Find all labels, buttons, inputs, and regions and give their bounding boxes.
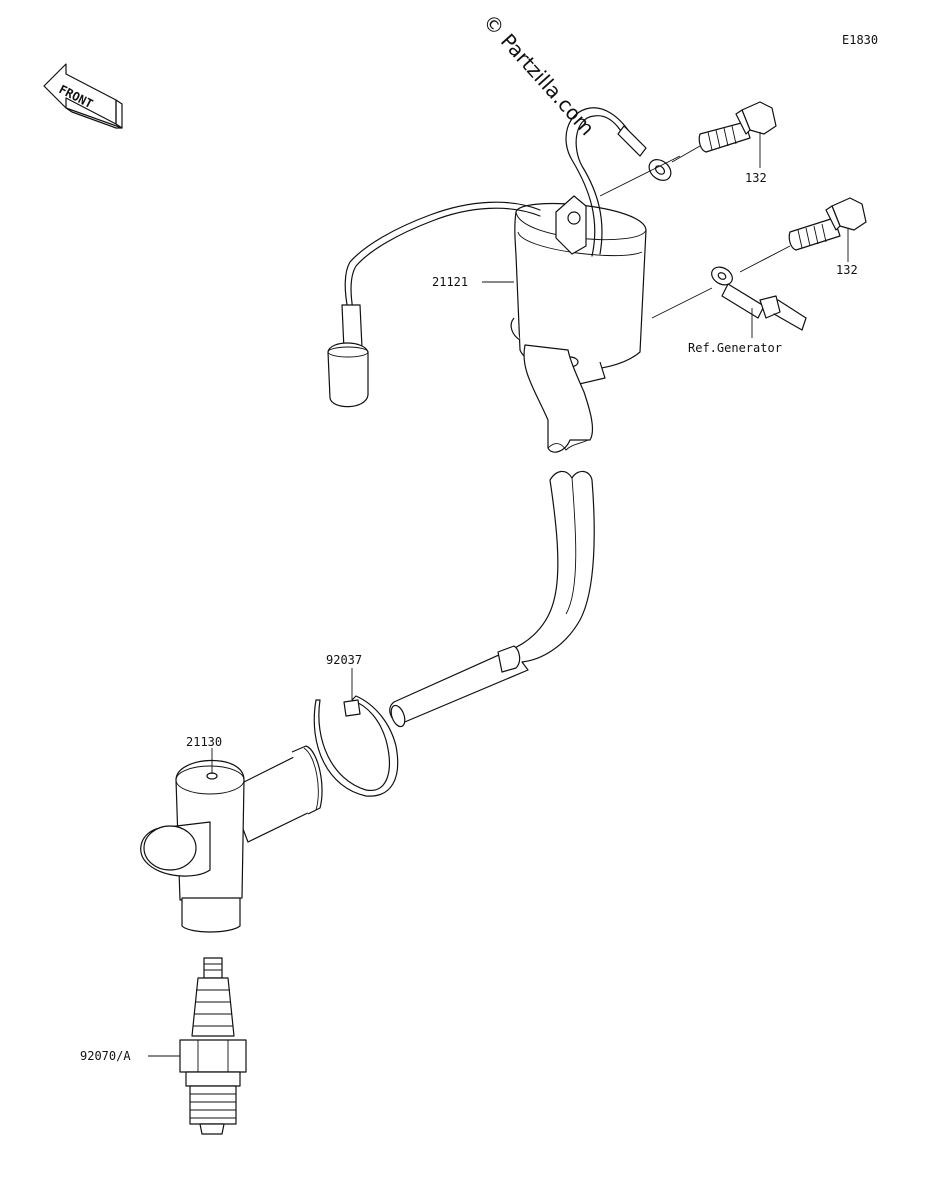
ref-generator-label: Ref.Generator xyxy=(688,341,782,355)
bolt-upper xyxy=(698,101,777,153)
high-tension-lead xyxy=(389,470,595,728)
ignition-coil xyxy=(510,195,647,453)
bolt-upper-label: 132 xyxy=(745,171,767,185)
spark-plug-cap xyxy=(140,745,323,933)
bolt-lower xyxy=(788,197,867,251)
primary-wire xyxy=(327,201,541,408)
plug-cap-label: 21130 xyxy=(186,735,222,749)
ignition-coil-label: 21121 xyxy=(432,275,468,289)
ground-wire xyxy=(565,107,672,257)
clamp xyxy=(313,695,399,797)
watermark: © Partzilla.com xyxy=(478,9,599,140)
spark-plug xyxy=(179,957,247,1135)
clamp-label: 92037 xyxy=(326,653,362,667)
front-arrow-icon: FRONT xyxy=(43,63,123,129)
bolt-lower-label: 132 xyxy=(836,263,858,277)
generator-terminal xyxy=(711,266,807,331)
spark-plug-label: 92070/A xyxy=(80,1049,131,1063)
diagram-code: E1830 xyxy=(842,33,878,47)
